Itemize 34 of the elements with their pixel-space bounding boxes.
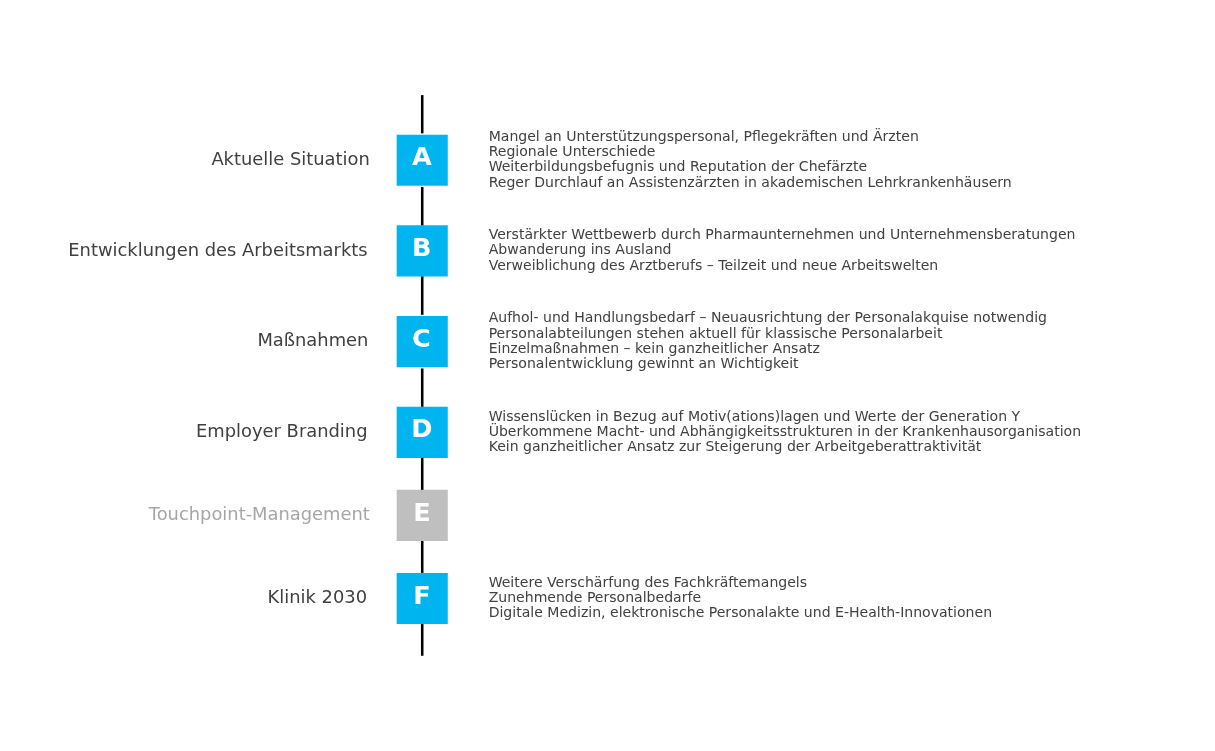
node-box: A xyxy=(396,134,448,186)
node-label: Weiterbildungsbefugnis und Reputation der Chefärzte xyxy=(488,158,868,175)
connector xyxy=(420,540,424,573)
node-label: Reger Durchlauf an Assistenzärzten in akademischen Lehrkrankenhäusern xyxy=(488,173,1012,190)
node-label: Mangel an Unterstützungspersonal, Pflegekräften und Ärzten xyxy=(488,127,919,144)
node-label: Aktuelle Situation xyxy=(211,147,370,169)
connector xyxy=(420,95,424,134)
node-label: Digitale Medizin, elektronische Personalakte und E-Health-Innovationen xyxy=(488,604,993,621)
node-label: Wissenslücken in Bezug auf Motiv(ations)lagen und Werte der Generation Y xyxy=(488,407,1021,424)
node-label: Abwanderung ins Ausland xyxy=(488,241,672,258)
node-label: Personalabteilungen stehen aktuell für klassische Personalarbeit xyxy=(488,324,943,341)
node-box: C xyxy=(396,316,448,368)
node-label: Verstärkter Wettbewerb durch Pharmaunternehmen und Unternehmensberatungen xyxy=(488,226,1076,243)
node-label: Touchpoint-Management xyxy=(148,503,370,525)
node-label: Entwicklungen des Arbeitsmarkts xyxy=(68,238,368,260)
node-box: B xyxy=(396,225,448,277)
connector xyxy=(420,368,424,407)
node-label: Klinik 2030 xyxy=(267,586,368,608)
node-label: Personalentwicklung gewinnt an Wichtigkeit xyxy=(488,355,799,372)
node-label: Weitere Verschärfung des Fachkräftemangels xyxy=(488,573,808,590)
node-label: Verweiblichung des Arztberufs – Teilzeit und neue Arbeitswelten xyxy=(488,256,939,273)
node-box: D xyxy=(396,406,448,458)
connector xyxy=(420,276,424,315)
node-label: Zunehmende Personalbedarfe xyxy=(488,589,702,606)
node-label: Maßnahmen xyxy=(257,329,369,351)
node-label: Employer Branding xyxy=(196,420,368,442)
connector xyxy=(420,457,424,490)
node-label: Aufhol- und Handlungsbedarf – Neuausrichtung der Personalakquise notwendig xyxy=(488,309,1047,326)
node-label: Kein ganzheitlicher Ansatz zur Steigerung der Arbeitgeberattraktivität xyxy=(488,438,982,455)
node-label: Regionale Unterschiede xyxy=(488,143,656,160)
connector xyxy=(420,187,424,226)
connector xyxy=(420,624,424,656)
node-box: F xyxy=(396,572,448,624)
node-box: E xyxy=(396,489,448,541)
